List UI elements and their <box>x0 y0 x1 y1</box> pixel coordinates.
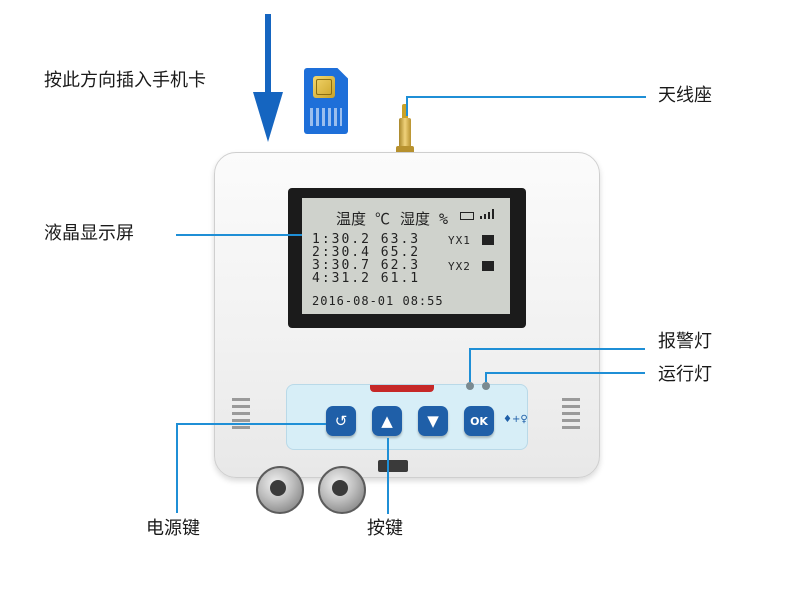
down-button[interactable]: ▼ <box>418 406 448 436</box>
callout-line-antenna <box>406 96 408 116</box>
vent-right <box>562 398 580 401</box>
insert-direction-arrow-head <box>253 92 283 142</box>
battery-icon <box>460 212 474 220</box>
lcd-row: 4:31.2 61.1 <box>312 271 421 286</box>
arrow-up-icon: ▲ <box>381 411 393 430</box>
brand-mark-icon: ♦+♀ <box>503 414 528 425</box>
lcd-row: 3:30.7 62.3 <box>312 258 421 273</box>
relay-icon <box>482 235 494 245</box>
vent-left <box>232 398 250 401</box>
panel-stripe <box>370 385 434 392</box>
power-back-icon: ↺ <box>334 411 348 430</box>
lcd-humidity-header: 湿度 % <box>400 210 449 228</box>
callout-run-light: 运行灯 <box>658 364 712 385</box>
ok-button[interactable]: OK <box>464 406 494 436</box>
lcd-display: 温度 ℃ 湿度 % 1:30.2 63.3 2:30.4 65.2 3:30.7… <box>302 198 510 314</box>
insert-direction-arrow <box>265 14 271 96</box>
sim-chip-icon <box>313 76 335 98</box>
antenna-mount <box>399 118 411 154</box>
run-led <box>482 382 490 390</box>
arrow-down-icon: ▼ <box>427 411 439 430</box>
callout-line-alarm <box>469 348 471 382</box>
lcd-row: 1:30.2 63.3 <box>312 232 421 247</box>
callout-line-run <box>485 372 487 382</box>
callout-line-lcd <box>176 234 302 236</box>
lcd-row: 2:30.4 65.2 <box>312 245 421 260</box>
callout-lcd-display: 液晶显示屏 <box>44 223 134 244</box>
callout-line-power <box>176 423 326 425</box>
callout-line-keys <box>387 438 389 514</box>
lcd-relay-yx1: YX1 <box>448 234 471 247</box>
ok-label: OK <box>470 414 488 428</box>
power-button[interactable]: ↺ <box>326 406 356 436</box>
callout-antenna-mount: 天线座 <box>658 85 712 106</box>
lcd-relay-yx2: YX2 <box>448 260 471 273</box>
callout-power-button: 电源键 <box>146 518 200 539</box>
antenna-tip <box>402 104 408 120</box>
lcd-temp-header: 温度 ℃ <box>336 210 391 228</box>
lcd-datetime: 2016-08-01 08:55 <box>312 294 444 308</box>
cable-gland-right <box>318 466 366 514</box>
connector-port <box>378 460 408 472</box>
callout-keys: 按键 <box>367 518 403 539</box>
cable-gland-left <box>256 466 304 514</box>
up-button[interactable]: ▲ <box>372 406 402 436</box>
signal-icon <box>480 209 494 219</box>
callout-alarm-light: 报警灯 <box>658 331 712 352</box>
alarm-led <box>466 382 474 390</box>
callout-sim-insert: 按此方向插入手机卡 <box>44 70 206 91</box>
relay-icon <box>482 261 494 271</box>
sim-card-icon <box>304 68 348 134</box>
